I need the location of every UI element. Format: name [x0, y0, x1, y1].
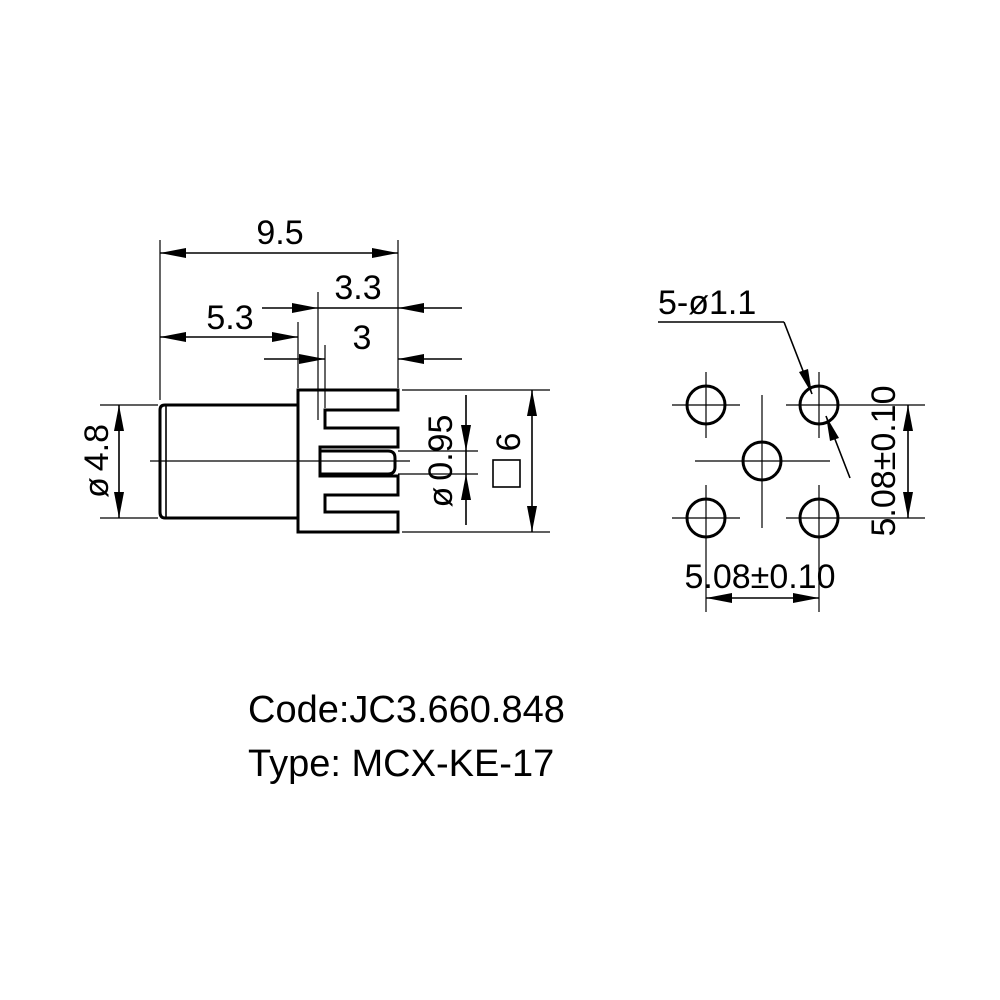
arrow-4-8-top: [114, 405, 124, 431]
arrow-5-3-right: [272, 332, 298, 342]
arrow-5-3-left: [160, 332, 186, 342]
pcb-view: 5-ø1.1 5.08±0.10 5.08±0.10: [658, 284, 925, 612]
dim-flange-width: 3.3: [334, 269, 381, 307]
dim-square-size: 6: [490, 433, 528, 452]
arrow-vpitch-bottom: [903, 492, 913, 518]
arrow-hpitch-left: [706, 593, 732, 603]
arrow-9-5-right: [372, 248, 398, 258]
arrow-0-95-bottom: [461, 474, 471, 500]
pitch-horizontal: 5.08±0.10: [684, 558, 835, 596]
caption: Code:JC3.660.848 Type: MCX-KE-17: [248, 689, 565, 785]
arrow-9-5-left: [160, 248, 186, 258]
square-symbol-icon: [492, 459, 521, 488]
dim-body-length: 5.3: [206, 299, 253, 337]
part-code: Code:JC3.660.848: [248, 689, 565, 731]
arrow-6-top: [527, 390, 537, 416]
pitch-vertical: 5.08±0.10: [865, 385, 903, 536]
callout-arrow-upper: [799, 369, 812, 394]
arrow-3-left: [299, 354, 325, 364]
callout-arrow-lower: [826, 416, 839, 441]
arrow-3-3-right: [398, 303, 424, 313]
part-type: Type: MCX-KE-17: [248, 743, 554, 785]
arrow-vpitch-top: [903, 405, 913, 431]
hole-callout: 5-ø1.1: [658, 284, 756, 322]
arrow-hpitch-right: [793, 593, 819, 603]
arrow-3-right: [398, 354, 424, 364]
dim-pin-diameter: ø0.95: [422, 415, 460, 508]
dim-body-diameter: ø4.8: [78, 424, 116, 498]
arrow-0-95-top: [461, 425, 471, 451]
center-pin: [320, 449, 397, 476]
dim-base-width: 3: [353, 319, 372, 357]
dim-total-length: 9.5: [256, 214, 303, 252]
connector-flange: [296, 388, 400, 534]
side-view: 9.5 3.3 5.3 3 ø4.8 ø0.95: [78, 214, 550, 534]
arrow-6-bottom: [527, 506, 537, 532]
arrow-4-8-bottom: [114, 492, 124, 518]
